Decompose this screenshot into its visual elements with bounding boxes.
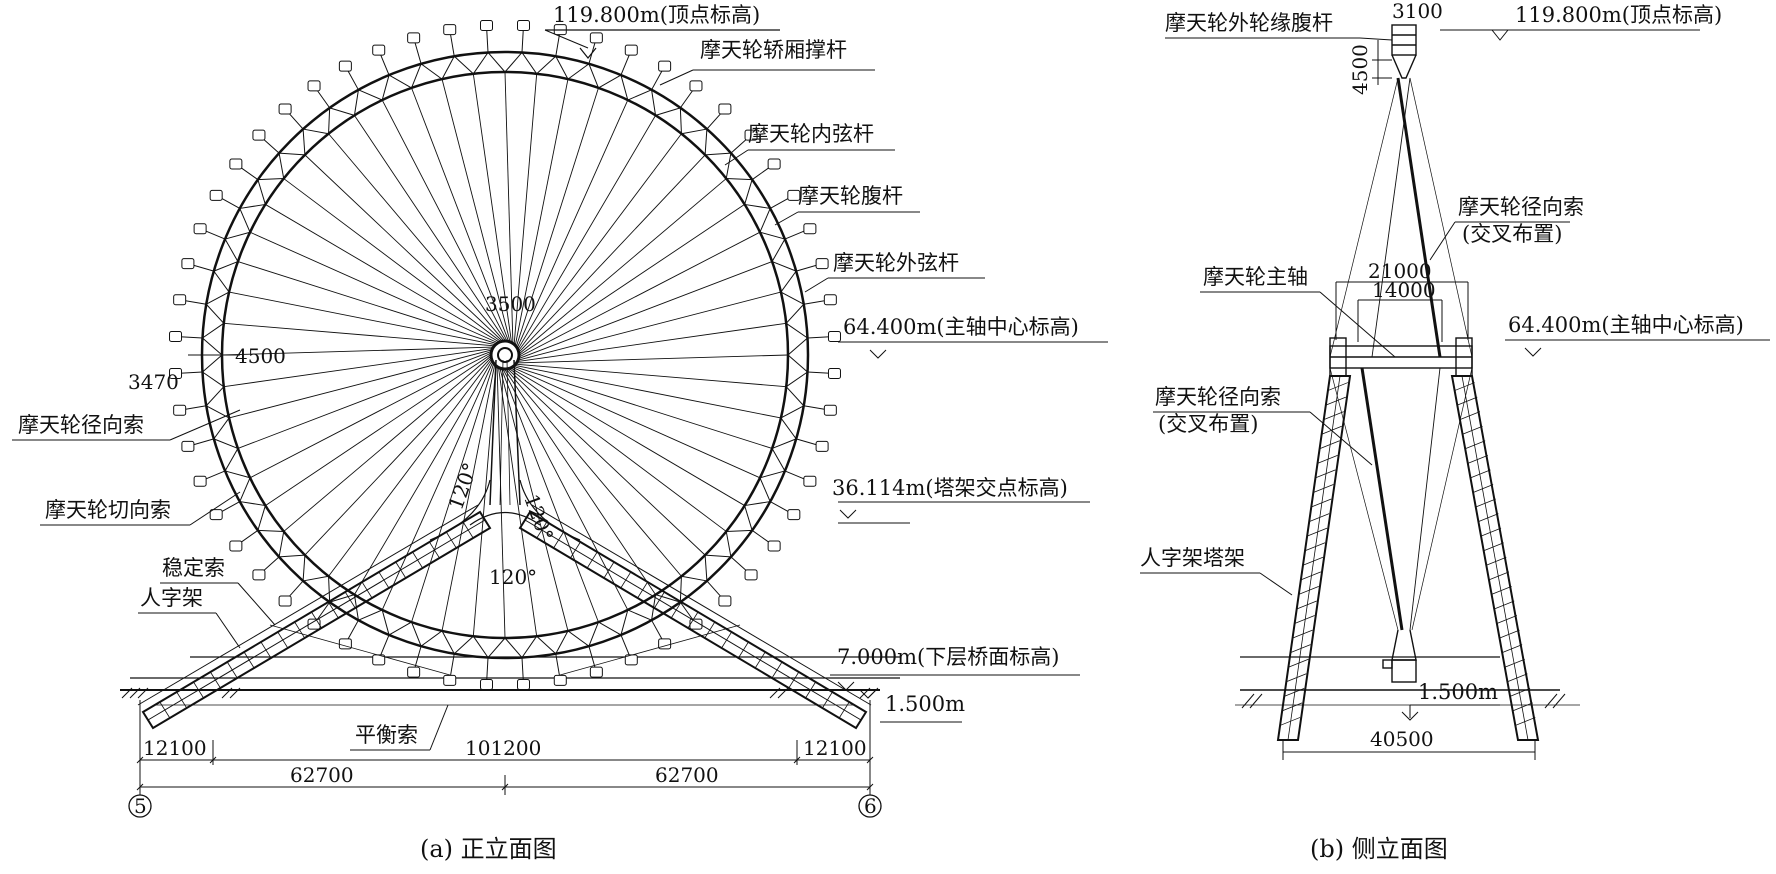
dim-rim-depth: 4500 (235, 344, 286, 368)
side-caption: (b) 侧立面图 (1310, 835, 1448, 863)
label-web: 摩天轮腹杆 (798, 184, 903, 208)
dim-angle-right: 120° (519, 491, 558, 544)
label-radial-cable-1b: (交叉布置) (1462, 222, 1562, 246)
side-ground-hatch (1241, 693, 1566, 709)
dim-top-width: 3100 (1392, 0, 1443, 23)
label-axis-elev: 64.400m(主轴中心标高) (843, 315, 1079, 339)
tower-stem (429, 359, 581, 541)
bottom-dimension-lines (136, 700, 874, 795)
rim-bottom (1382, 629, 1417, 683)
dim-right-end: 12100 (803, 736, 867, 760)
dim-axle-inner: 14000 (1372, 278, 1436, 302)
top-elev-marker (579, 47, 597, 59)
dim-angle-bottom: 120° (489, 565, 537, 589)
stabilization-cable (269, 624, 451, 676)
label-radial-cable-2: 摩天轮径向索 (1155, 385, 1281, 409)
label-side-ground-elev: 1.500m (1418, 680, 1498, 704)
label-radial-cable-1: 摩天轮径向索 (1458, 195, 1584, 219)
label-radial-cable-2b: (交叉布置) (1158, 412, 1258, 436)
dim-left-end: 12100 (143, 736, 207, 760)
label-balance-cable: 平衡索 (355, 723, 418, 747)
label-radial-cable: 摩天轮径向索 (18, 413, 144, 437)
radial-cables-crossing (1329, 77, 1473, 631)
axis-bubble-6 (858, 794, 882, 818)
label-stab-cable: 稳定索 (162, 556, 225, 580)
dim-left-half: 62700 (290, 763, 354, 787)
label-side-axis-elev: 64.400m(主轴中心标高) (1508, 313, 1744, 337)
side-elevation: 3100 4500 21000 14000 40500 119.800m(顶点标… (1140, 0, 1770, 863)
stabilization-cable-right (559, 624, 741, 676)
side-dimension-lines (1282, 40, 1536, 760)
dim-cabin-offset: 3470 (128, 370, 179, 394)
label-deck-elev: 7.000m(下层桥面标高) (837, 645, 1059, 669)
front-top-elev: 119.800m(顶点标高) (553, 3, 760, 27)
side-label-leaders (1140, 29, 1770, 706)
a-frame-tower-legs (1276, 375, 1540, 741)
side-top-elev: 119.800m(顶点标高) (1515, 3, 1722, 27)
label-outer-chord: 摩天轮外弦杆 (833, 251, 959, 275)
dim-hub: 3500 (485, 292, 536, 316)
main-axle (1329, 337, 1473, 377)
tower-lattice (1279, 382, 1536, 726)
left-label-leaders (12, 354, 449, 751)
hub-outer (489, 339, 521, 371)
dim-angle-left: 120° (443, 459, 482, 512)
dim-span: 101200 (465, 736, 541, 760)
radial-spokes (221, 71, 789, 639)
axis-bubble-5 (128, 794, 152, 818)
label-cabin-strut: 摩天轮轿厢撑杆 (700, 38, 847, 62)
label-rim-web: 摩天轮外轮缘腹杆 (1165, 11, 1333, 35)
label-inner-chord: 摩天轮内弦杆 (748, 122, 874, 146)
axis-label-6: 6 (864, 794, 877, 818)
hub-inner (497, 347, 513, 363)
dim-axle-outer: 21000 (1368, 259, 1432, 283)
front-elevation: 119.800m(顶点标高) 摩天轮轿厢撑杆 摩天轮内弦杆 摩天轮腹杆 摩天轮外… (12, 3, 1108, 863)
label-main-axle: 摩天轮主轴 (1203, 265, 1308, 289)
dim-right-half: 62700 (655, 763, 719, 787)
cabins (169, 20, 841, 690)
right-label-leaders (659, 69, 1108, 723)
label-tangent-cable: 摩天轮切向索 (45, 498, 171, 522)
axis-label-5: 5 (134, 794, 147, 818)
dim-rim-height: 4500 (1348, 44, 1372, 95)
label-ground-elev: 1.500m (885, 692, 965, 716)
top-elev-stem (544, 29, 589, 49)
front-caption: (a) 正立面图 (420, 835, 557, 863)
rim-top (1391, 24, 1417, 79)
label-tower-node-elev: 36.114m(塔架交点标高) (832, 476, 1068, 500)
label-tower: 人字架塔架 (1140, 546, 1245, 570)
dim-base-width: 40500 (1370, 727, 1434, 751)
label-a-frame: 人字架 (140, 586, 203, 610)
